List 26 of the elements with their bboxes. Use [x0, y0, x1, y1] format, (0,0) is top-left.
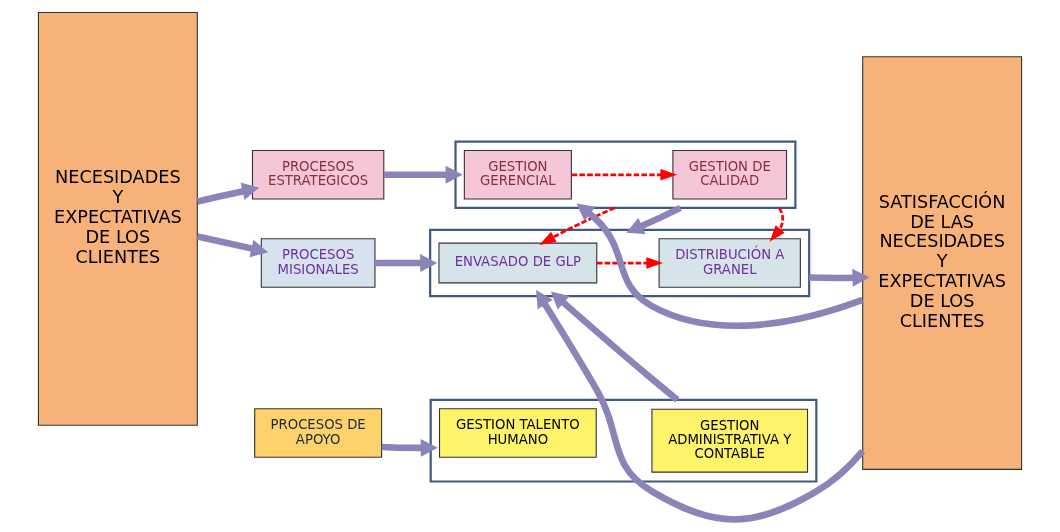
arrow	[576, 203, 864, 330]
node-box: GESTION DE CALIDAD	[672, 149, 788, 200]
node-box: GESTION ADMINISTRATIVA Y CONTABLE	[651, 408, 809, 473]
node-box: GESTION TALENTO HUMANO	[438, 408, 597, 458]
node-box: ENVASADO DE GLP	[438, 242, 598, 284]
arrow	[597, 257, 663, 269]
cluster	[429, 398, 818, 483]
arrow	[571, 168, 677, 181]
arrow	[536, 290, 866, 523]
cluster	[454, 140, 797, 209]
arrow	[196, 182, 260, 205]
node-box: PROCESOS DE APOYO	[254, 408, 383, 458]
arrow	[381, 438, 438, 457]
node-box: DISTRIBUCIÓN A GRANEL	[658, 238, 801, 288]
arrow	[375, 254, 438, 272]
arrow	[539, 206, 616, 246]
node-box: GESTION GERENCIAL	[463, 149, 572, 200]
arrow	[626, 204, 682, 235]
node-box: PROCESOS ESTRATEGICOS	[251, 149, 385, 200]
arrow	[550, 291, 680, 403]
node-box: SATISFACCIÓN DE LAS NECESIDADES Y EXPECTATIVAS DE LOS CLIENTES	[862, 56, 1023, 470]
arrow	[196, 233, 269, 258]
arrow	[383, 165, 463, 184]
node-box: PROCESOS MISIONALES	[260, 238, 376, 288]
arrow	[769, 207, 785, 242]
node-box: NECESIDADES Y EXPECTATIVAS DE LOS CLIENTES	[37, 12, 198, 426]
